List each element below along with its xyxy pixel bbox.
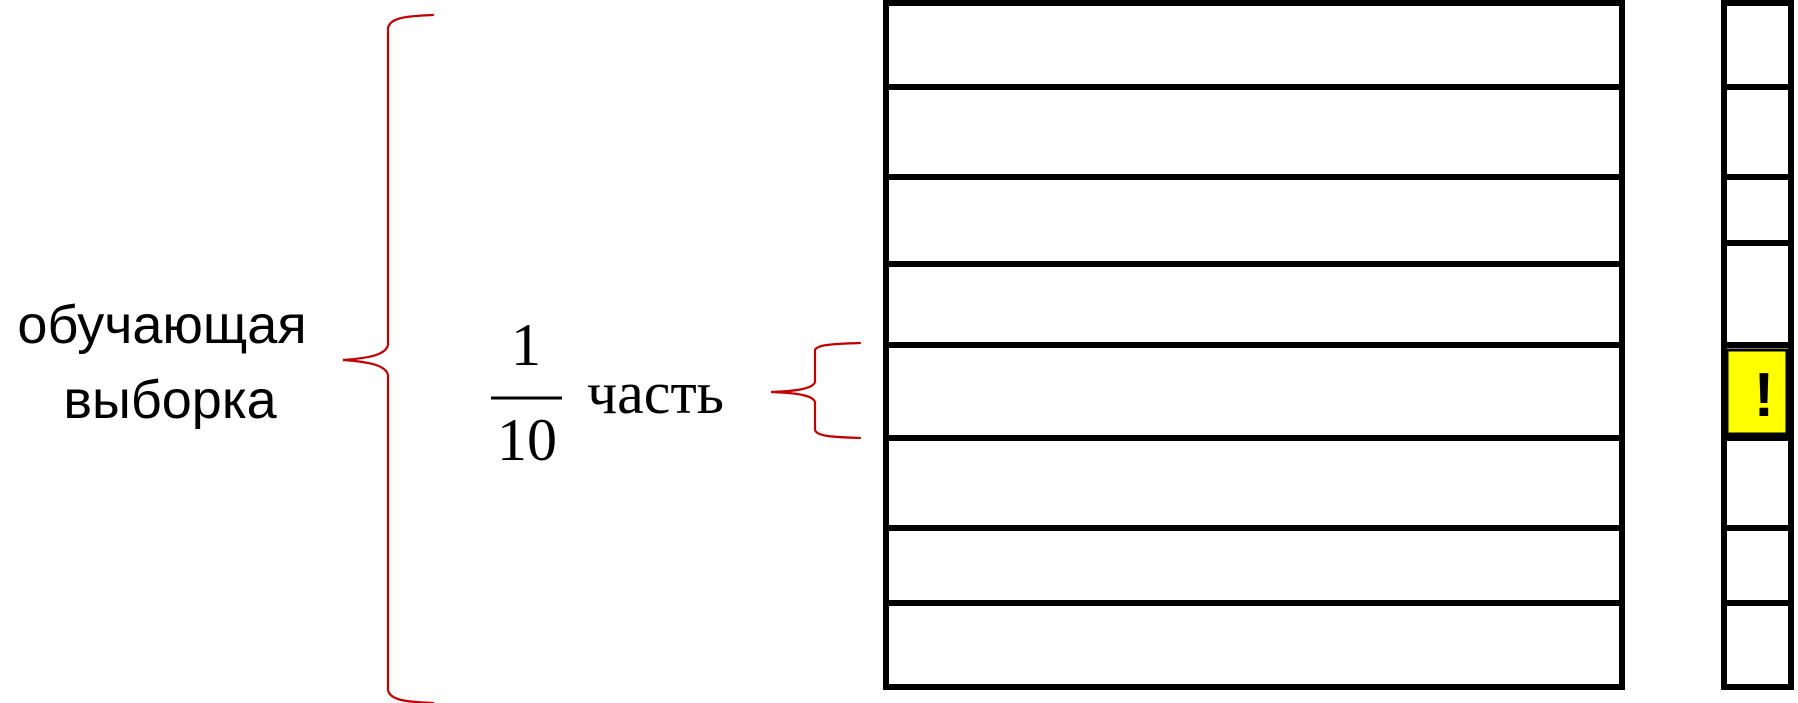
training-set-label-line1: обучающая <box>17 295 306 355</box>
table-row <box>886 264 1622 345</box>
marker-column-frame <box>1721 0 1794 690</box>
table-row <box>886 87 1622 177</box>
training-set-label: обучающая выборка <box>17 295 306 430</box>
table-frame <box>883 0 1625 690</box>
fraction-denominator: 10 <box>497 407 557 473</box>
exclamation-icon: ! <box>1754 361 1775 430</box>
fold-label: 1 10 часть <box>491 312 724 473</box>
table-row <box>886 528 1622 603</box>
training-set-brace <box>342 13 435 703</box>
fold-label-word: часть <box>587 360 724 426</box>
table-row <box>886 177 1622 264</box>
training-set-label-line2: выборка <box>63 370 277 430</box>
fraction-numerator: 1 <box>511 312 541 378</box>
table-row <box>886 3 1622 87</box>
table-row <box>886 603 1622 687</box>
data-table <box>883 0 1625 690</box>
marker-column: ! <box>1721 0 1794 690</box>
table-row <box>886 345 1622 438</box>
table-row <box>886 438 1622 528</box>
fold-brace <box>770 341 862 440</box>
